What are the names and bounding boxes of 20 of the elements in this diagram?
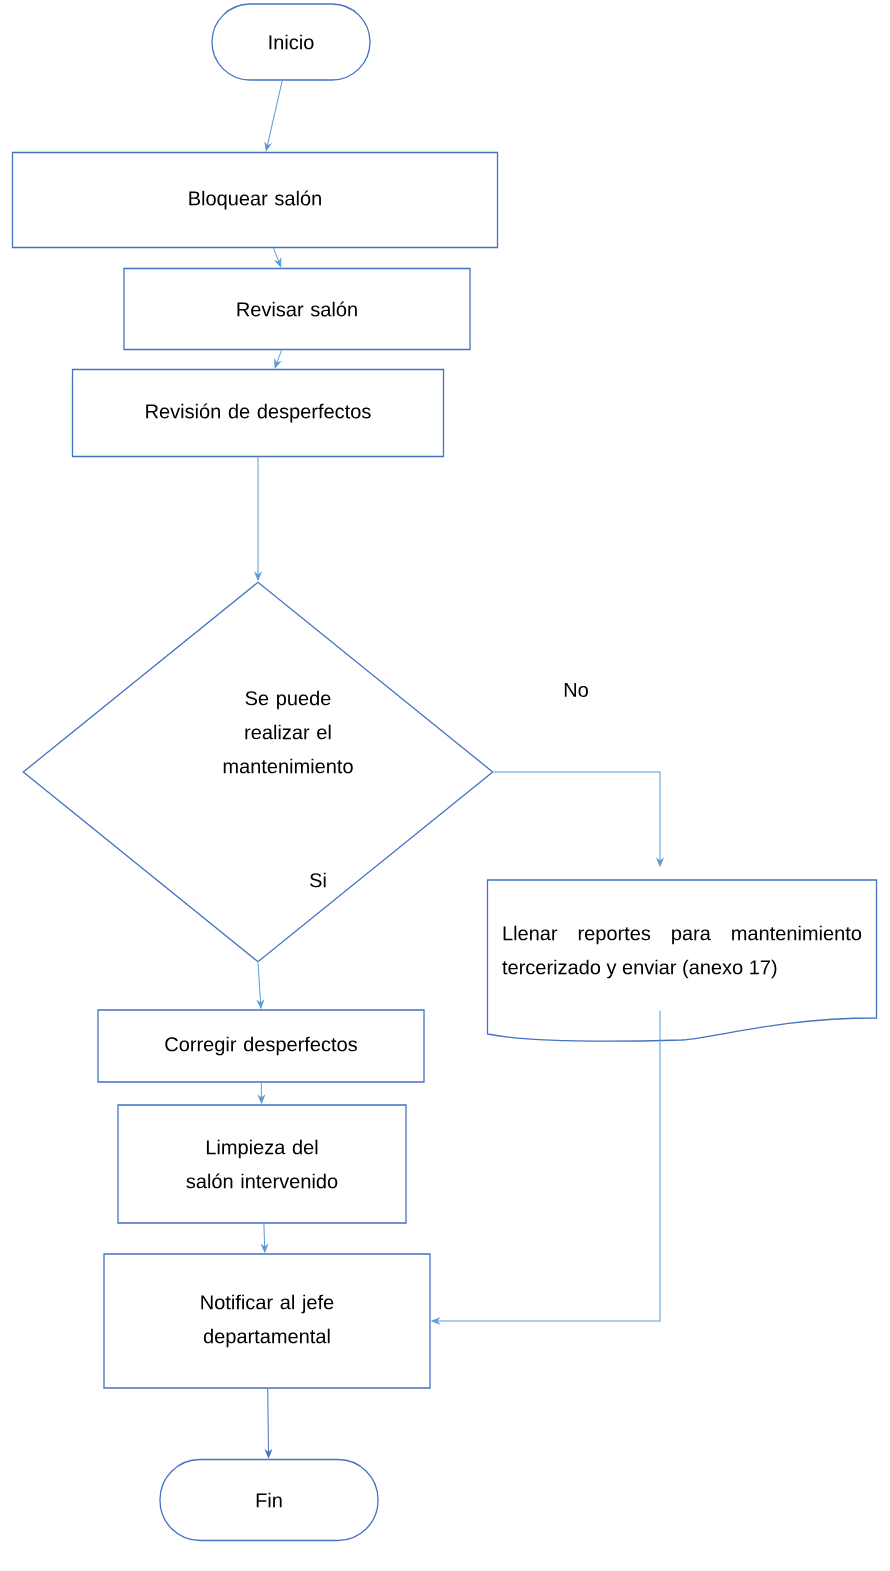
arrow [264, 80, 283, 152]
arrow [274, 349, 283, 369]
arrow [273, 247, 282, 268]
end-terminal: Fin [159, 1458, 379, 1542]
arrow [258, 1082, 265, 1104]
process-box: Corregir desperfectos [97, 1009, 425, 1083]
process-box: Revisar salón [123, 267, 471, 351]
edge-label: No [561, 681, 591, 699]
process-box: Limpieza del salón intervenido [117, 1104, 407, 1224]
arrow [257, 962, 264, 1009]
arrow [265, 1388, 272, 1458]
process-box: Notificar al jefe departamental [103, 1253, 431, 1389]
edge-label: Si [307, 870, 329, 890]
arrow [254, 456, 262, 581]
start-terminal: Inicio [211, 3, 371, 81]
arrow [493, 771, 664, 867]
process-box: Revisión de desperfectos [71, 368, 445, 458]
process-box: Bloquear salón [11, 151, 499, 249]
arrow [431, 1010, 661, 1325]
arrow [261, 1223, 268, 1253]
